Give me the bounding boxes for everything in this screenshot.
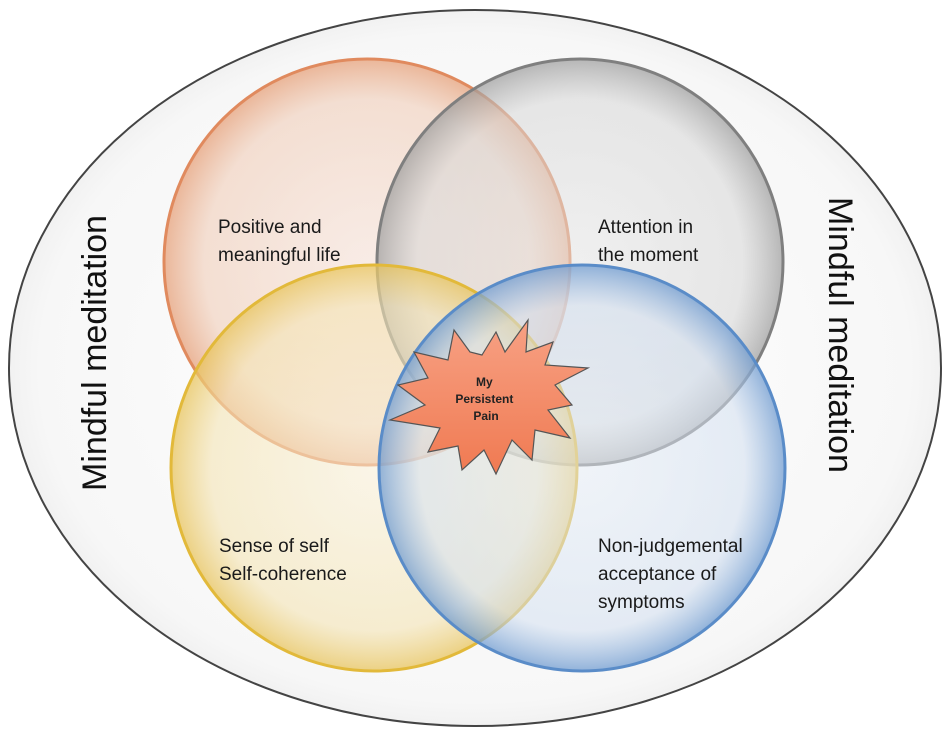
- label-attention-in-moment: Attention in the moment: [598, 217, 699, 266]
- mindful-meditation-left-label: Mindful meditation: [76, 215, 114, 491]
- label-positive-meaningful-life: Positive and meaningful life: [218, 217, 341, 266]
- label-non-judgemental-acceptance: Non-judgemental acceptance of symptoms: [598, 536, 748, 613]
- circle-non-judgemental-acceptance: [377, 263, 787, 673]
- mindful-meditation-right-label: Mindful meditation: [821, 197, 859, 473]
- label-sense-of-self: Sense of self Self-coherence: [219, 536, 347, 585]
- persistent-pain-label: My Persistent Pain: [455, 375, 516, 423]
- persistent-pain-burst: [387, 317, 591, 476]
